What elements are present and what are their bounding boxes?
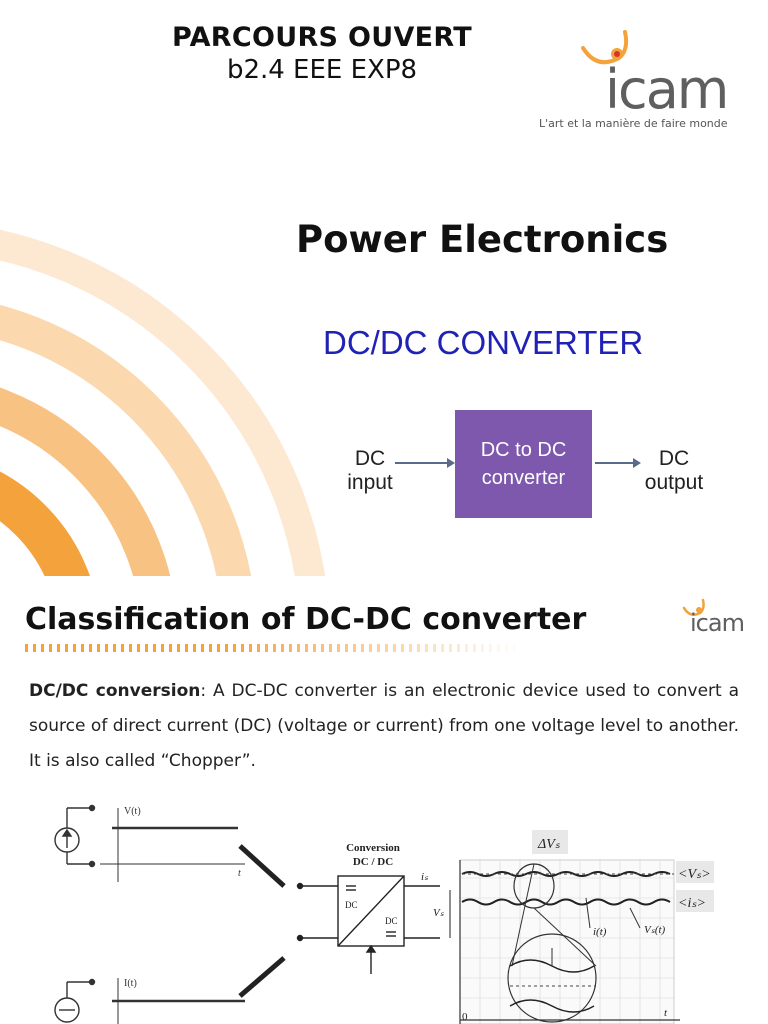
origin-label: 0 — [462, 1011, 468, 1023]
dc-output-label: DC output — [637, 447, 711, 495]
delta-vs-badge — [532, 830, 568, 854]
course-code: b2.4 EEE EXP8 — [226, 55, 418, 85]
content-slide: Classification of DC-DC converter icam D… — [0, 576, 768, 1024]
block-out-label: DC — [385, 916, 398, 926]
vs-label: Vₛ — [433, 907, 445, 919]
dc-input-line1: DC — [354, 447, 386, 470]
current-axis-label: I(t) — [124, 978, 137, 989]
output-waveform-plot — [459, 859, 680, 1024]
page-subtitle: DC/DC CONVERTER — [323, 324, 644, 361]
voltage-axis-label: V(t) — [124, 806, 141, 817]
output-arrow — [595, 458, 641, 468]
avg-v-badge — [676, 861, 714, 883]
icam-logo-small: icam — [690, 609, 745, 637]
definition-paragraph: DC/DC conversion: A DC-DC converter is a… — [29, 674, 739, 779]
current-plot — [112, 978, 245, 1024]
input-arrow — [395, 458, 455, 468]
dc-input-label: DC input — [340, 447, 400, 495]
definition-text: : A DC-DC converter is an electronic dev… — [29, 681, 740, 771]
dc-input-line2: input — [347, 471, 393, 494]
vs-t-label: Vₛ(t) — [644, 924, 666, 936]
avg-i-label: <iₛ> — [678, 896, 706, 911]
conversion-block — [296, 875, 440, 974]
course-header: PARCOURS OUVERT b2.4 EEE EXP8 — [112, 22, 532, 85]
block-title-line2: DC / DC — [353, 856, 393, 868]
converter-line2: converter — [481, 467, 566, 489]
voltage-source — [54, 804, 96, 868]
page-title: Power Electronics — [296, 218, 669, 261]
block-title-line1: Conversion — [346, 842, 400, 854]
i-t-label: i(t) — [593, 926, 607, 938]
converter-line1: DC to DC — [480, 439, 567, 461]
course-title: PARCOURS OUVERT — [171, 22, 473, 53]
arrow-to-converter-bottom — [238, 956, 286, 998]
title-slide: PARCOURS OUVERT b2.4 EEE EXP8 icam L'art… — [0, 22, 730, 576]
dc-output-line1: DC — [658, 447, 690, 470]
block-in-label: DC — [345, 900, 358, 910]
converter-block: DC to DC converter — [455, 410, 592, 518]
avg-v-label: <Vₛ> — [678, 867, 711, 882]
avg-i-badge — [676, 890, 714, 912]
dashed-divider — [25, 644, 525, 652]
dc-output-line2: output — [644, 471, 704, 494]
time-axis-label-top: t — [238, 868, 241, 879]
current-source — [54, 978, 96, 1023]
is-label: iₛ — [421, 871, 429, 883]
time-axis-label-output: t — [664, 1007, 668, 1019]
voltage-plot — [100, 808, 245, 882]
arrow-to-converter-top — [238, 844, 286, 888]
icam-swirl-small-icon — [682, 598, 705, 616]
arc-4 — [0, 471, 90, 576]
delta-vs-label: ΔVₛ — [537, 837, 561, 852]
definition-term: DC/DC conversion — [29, 681, 201, 701]
icam-swirl-icon — [581, 30, 629, 65]
section-title: Classification of DC-DC converter — [25, 602, 587, 637]
icam-logo: icam — [605, 58, 729, 121]
icam-tagline: L'art et la manière de faire monde — [539, 117, 728, 130]
dc-dc-figure: V(t) t I(t) Conversion DC / DC — [54, 804, 714, 1024]
